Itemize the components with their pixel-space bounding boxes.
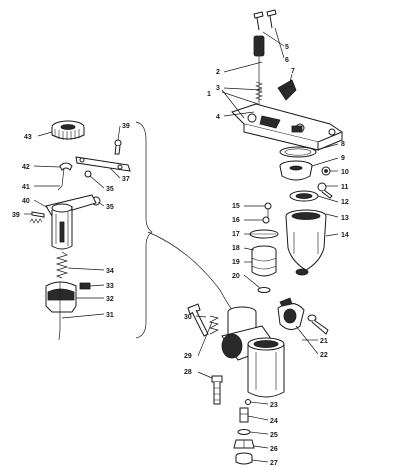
label-28: 28 — [184, 369, 192, 376]
part-12-washer — [289, 190, 319, 202]
part-26-nut — [233, 439, 255, 449]
part-32-slide — [45, 281, 77, 313]
leader-lines — [24, 27, 339, 463]
label-2: 2 — [216, 69, 220, 76]
label-12: 12 — [341, 199, 349, 206]
label-31: 31 — [106, 312, 114, 319]
label-1: 1 — [207, 91, 211, 98]
label-40: 40 — [22, 198, 30, 205]
part-43-knurled-cap — [51, 120, 85, 140]
label-18: 18 — [232, 245, 240, 252]
label-19: 19 — [232, 259, 240, 266]
part-9-diaphragm — [279, 160, 313, 181]
label-13: 13 — [341, 215, 349, 222]
label-8: 8 — [341, 141, 345, 148]
label-6: 6 — [285, 57, 289, 64]
part-7-tickler — [277, 79, 297, 101]
label-39-top: 39 — [122, 123, 130, 130]
part-42-clip — [59, 162, 73, 171]
part-27-cap — [235, 452, 253, 465]
label-35-upper: 35 — [106, 186, 114, 193]
part-39-spring-clip — [29, 218, 43, 224]
label-4: 4 — [216, 114, 220, 121]
label-9: 9 — [341, 155, 345, 162]
label-41: 41 — [22, 184, 30, 191]
part-13-float-chamber — [285, 209, 327, 276]
part-8-gasket — [279, 146, 317, 158]
label-23: 23 — [270, 402, 278, 409]
label-5: 5 — [285, 44, 289, 51]
label-15: 15 — [232, 203, 240, 210]
part-31-needle — [58, 312, 61, 341]
part-35-nut — [84, 170, 92, 178]
label-7: 7 — [291, 68, 295, 75]
part-28-bolt — [211, 375, 223, 405]
part-25-washer — [237, 429, 251, 435]
label-33: 33 — [106, 283, 114, 290]
label-14: 14 — [341, 232, 349, 239]
part-33-clip — [79, 282, 91, 290]
label-10: 10 — [341, 169, 349, 176]
part-41-wire — [57, 167, 65, 191]
carburettor-body — [221, 306, 285, 398]
part-40-pin — [31, 211, 45, 218]
part-5-screws — [253, 9, 277, 31]
label-25: 25 — [270, 432, 278, 439]
part-23-ball — [245, 399, 251, 405]
part-29-spring — [208, 315, 220, 335]
part-22-clamp — [277, 297, 305, 330]
label-3: 3 — [216, 85, 220, 92]
label-27: 27 — [270, 460, 278, 467]
label-32: 32 — [106, 296, 114, 303]
part-17-float-lever — [249, 229, 279, 239]
part-20-washer — [257, 287, 271, 293]
part-2-plunger — [253, 35, 265, 108]
part-34-spring — [55, 251, 69, 279]
part-19-float — [251, 245, 277, 277]
part-39-screw — [114, 139, 122, 155]
label-26: 26 — [270, 446, 278, 453]
label-37: 37 — [122, 176, 130, 183]
part-11-screw — [317, 182, 333, 199]
label-30: 30 — [184, 314, 192, 321]
label-11: 11 — [341, 184, 349, 191]
label-17: 17 — [232, 231, 240, 238]
part-37-lever — [75, 156, 131, 172]
label-22: 22 — [320, 352, 328, 359]
part-24-jet — [239, 407, 249, 423]
label-39-left: 39 — [12, 212, 20, 219]
throttle-housing — [45, 194, 97, 250]
part-21-screw — [307, 314, 329, 335]
label-42: 42 — [22, 164, 30, 171]
label-35-lower: 35 — [106, 204, 114, 211]
label-20: 20 — [232, 273, 240, 280]
part-10-grommet — [321, 166, 331, 176]
label-24: 24 — [270, 418, 278, 425]
label-43: 43 — [24, 134, 32, 141]
part-30-screw — [187, 303, 209, 337]
part-labels: 5 6 2 7 3 1 4 8 9 10 11 12 13 14 15 16 1… — [12, 44, 349, 467]
label-21: 21 — [320, 338, 328, 345]
part-4-top-plate — [231, 103, 344, 151]
label-29: 29 — [184, 353, 192, 360]
grouping-bracket — [135, 121, 153, 339]
label-34: 34 — [106, 268, 114, 275]
label-16: 16 — [232, 217, 240, 224]
